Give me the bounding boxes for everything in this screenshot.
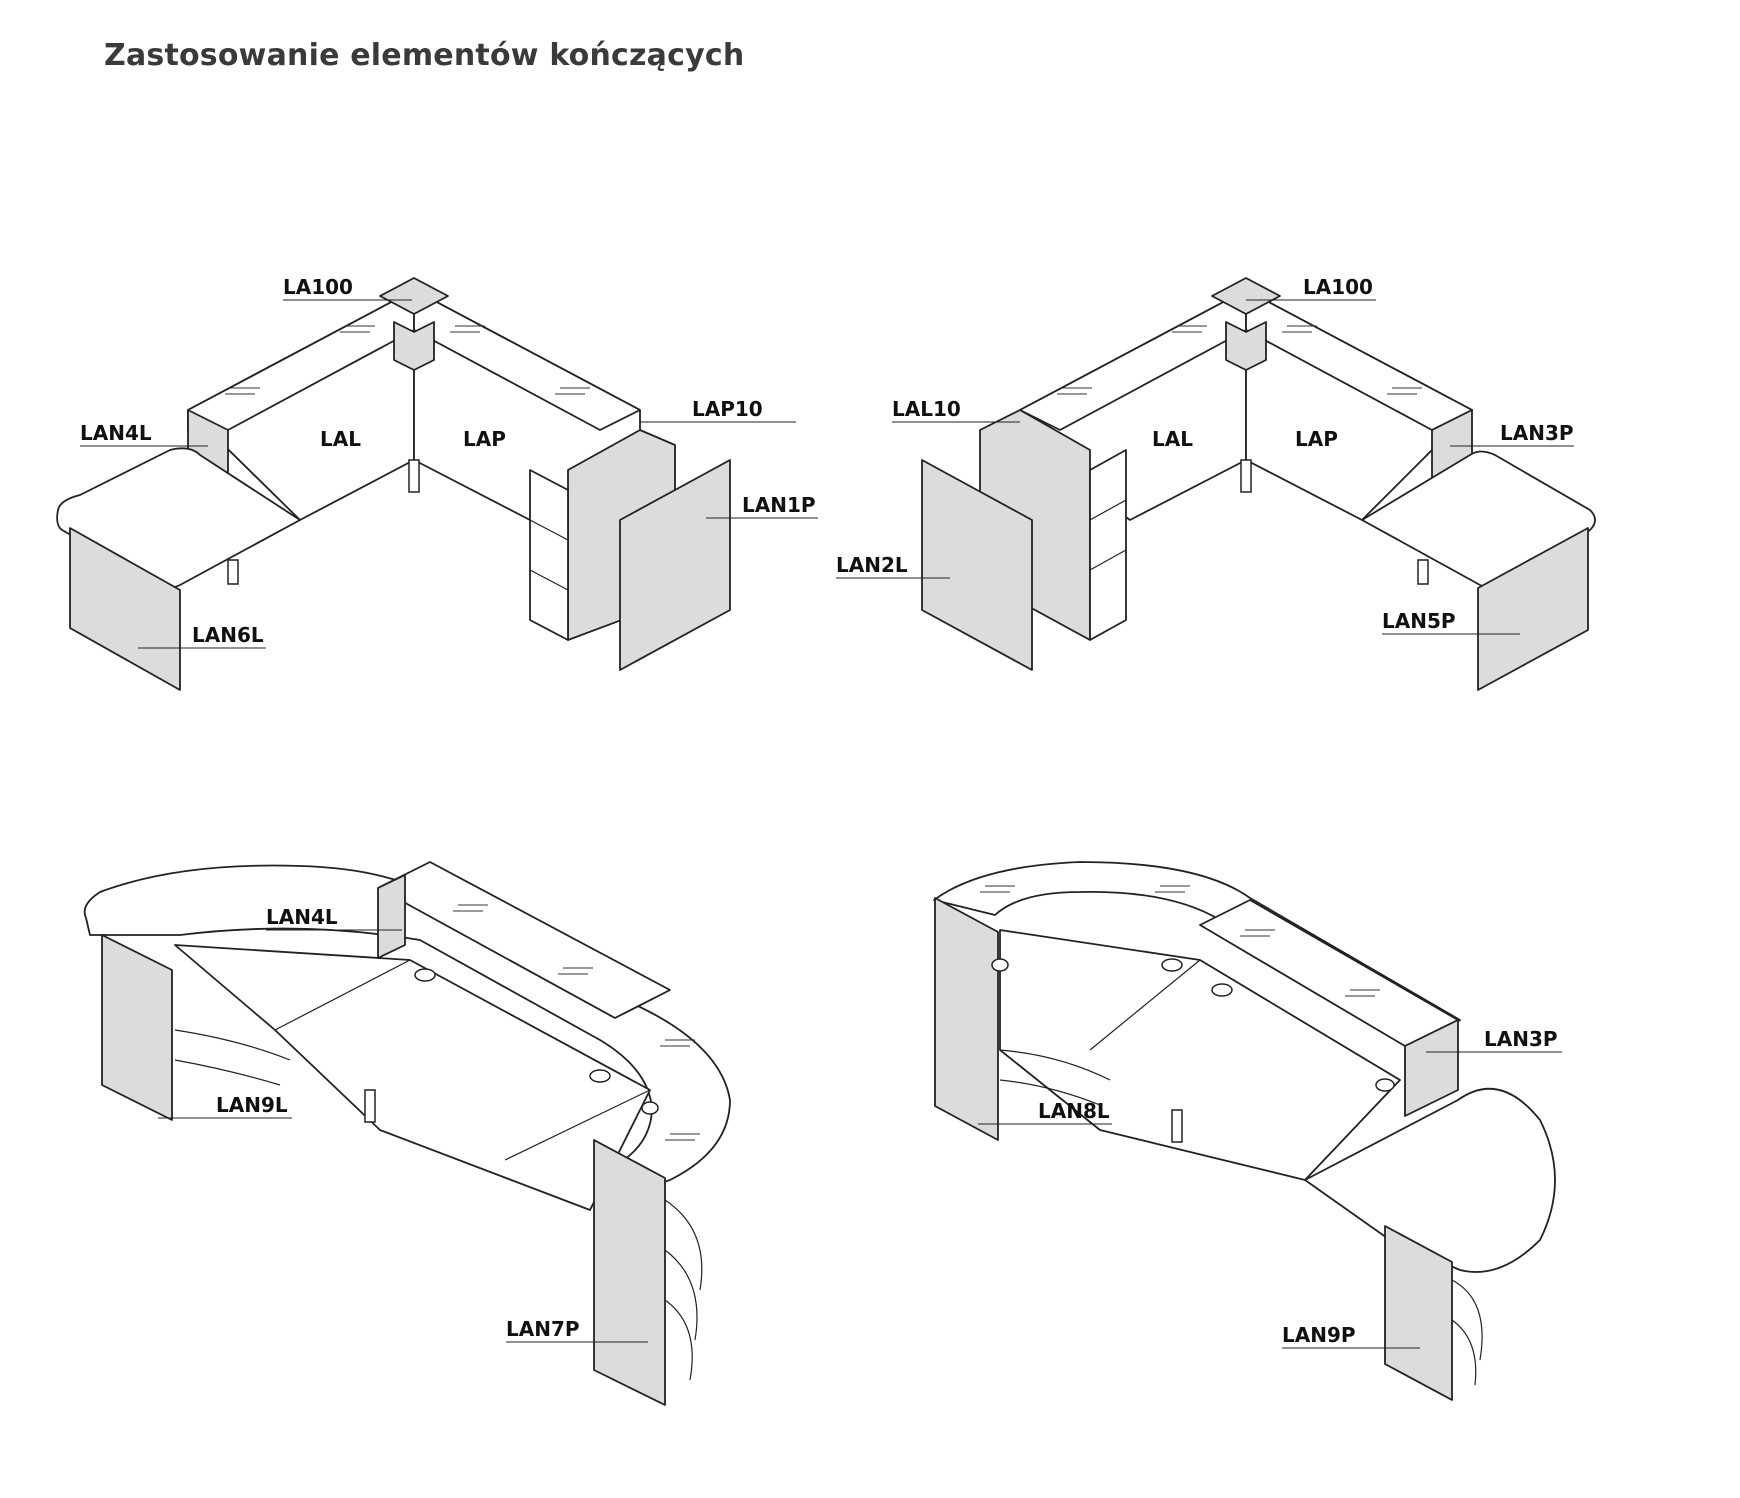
desk-leg — [1240, 459, 1252, 493]
diagram-bottom-right: LAN3P LAN8L LAN9P — [933, 861, 1562, 1401]
label-lan5p: LAN5P — [1382, 609, 1456, 633]
label-lan4l: LAN4L — [80, 421, 152, 445]
label-lan4l: LAN4L — [266, 905, 338, 929]
corner-block — [1225, 321, 1267, 371]
label-lan3p: LAN3P — [1484, 1027, 1558, 1051]
desk-leg — [1417, 559, 1429, 585]
diagram-bottom-left: LAN4L LAN9L LAN7P — [83, 861, 731, 1406]
glass-marks — [980, 885, 1380, 997]
label-la100: LA100 — [1303, 275, 1373, 299]
corner-piece-la100 — [379, 277, 449, 315]
desk-leg — [1171, 1109, 1183, 1143]
label-la100: LA100 — [283, 275, 353, 299]
section-label-lal: LAL — [320, 427, 361, 451]
shelf-unit-front — [529, 469, 569, 641]
label-lan3p: LAN3P — [1500, 421, 1574, 445]
shelf-line — [1089, 549, 1127, 571]
cable-grommet-icon — [1161, 958, 1183, 972]
side-desk-panel-lan6l — [69, 527, 181, 691]
glass-marks — [453, 904, 700, 1141]
seam-line — [504, 1089, 651, 1161]
cable-grommet-icon — [414, 968, 436, 982]
end-panel-lan8l — [934, 897, 999, 1141]
shelf-line — [1089, 499, 1127, 521]
seam-line — [1089, 959, 1201, 1051]
desk-leg — [408, 459, 420, 493]
shelf-line — [529, 519, 569, 541]
counter-top — [83, 864, 731, 1191]
cable-grommet-icon — [589, 1069, 611, 1083]
end-panel-lan7p — [593, 1139, 666, 1406]
seam-line — [1304, 1079, 1401, 1181]
page-title: Zastosowanie elementów kończących — [104, 38, 745, 73]
side-desk-panel-lan5p — [1477, 527, 1589, 691]
side-desk-top — [56, 447, 301, 589]
curved-shelves — [999, 1049, 1111, 1106]
label-lan8l: LAN8L — [1038, 1099, 1110, 1123]
cable-grommet-icon — [991, 958, 1009, 972]
label-lal10: LAL10 — [892, 397, 961, 421]
end-panel-lan9p — [1384, 1225, 1453, 1401]
label-lap10: LAP10 — [692, 397, 763, 421]
label-lan2l: LAN2L — [836, 553, 908, 577]
cable-grommet-icon — [1211, 983, 1233, 997]
desk-leg — [364, 1089, 376, 1123]
diagram-top-left: LAL LAP LA100 LAN4L LAP10 LAN1P LAN6L — [56, 275, 818, 691]
section-label-lap: LAP — [1295, 427, 1338, 451]
corner-block — [393, 321, 435, 371]
end-panel-lan9l — [101, 934, 173, 1121]
label-lan9l: LAN9L — [216, 1093, 288, 1117]
label-lan9p: LAN9P — [1282, 1323, 1356, 1347]
section-label-lal: LAL — [1152, 427, 1193, 451]
hood — [377, 861, 671, 1019]
side-desk-top — [1304, 1087, 1556, 1273]
section-label-lap: LAP — [463, 427, 506, 451]
end-panel-lan4l — [377, 874, 406, 959]
cable-grommet-icon — [641, 1101, 659, 1115]
counter-hood-right — [413, 289, 641, 431]
curved-shelves — [664, 1199, 703, 1381]
end-panel-lan1p — [619, 459, 731, 671]
label-lan6l: LAN6L — [192, 623, 264, 647]
glass-marks — [225, 325, 590, 395]
desk-leg — [227, 559, 239, 585]
cable-grommet-icon — [1375, 1078, 1395, 1092]
glass-marks — [1057, 325, 1422, 395]
label-lan1p: LAN1P — [742, 493, 816, 517]
seam-line — [274, 959, 411, 1031]
label-lan7p: LAN7P — [506, 1317, 580, 1341]
end-panel-lan3p — [1404, 1019, 1459, 1117]
end-panel-lan2l — [921, 459, 1033, 671]
curved-shelves — [1451, 1279, 1483, 1386]
diagram-top-right: LAL LAP LA100 LAL10 LAN3P LAN2L LAN5P — [836, 275, 1596, 691]
corner-piece-la100 — [1211, 277, 1281, 315]
curved-shelves — [174, 1029, 291, 1086]
shelf-line — [529, 569, 569, 591]
shelf-unit-front — [1089, 449, 1127, 641]
